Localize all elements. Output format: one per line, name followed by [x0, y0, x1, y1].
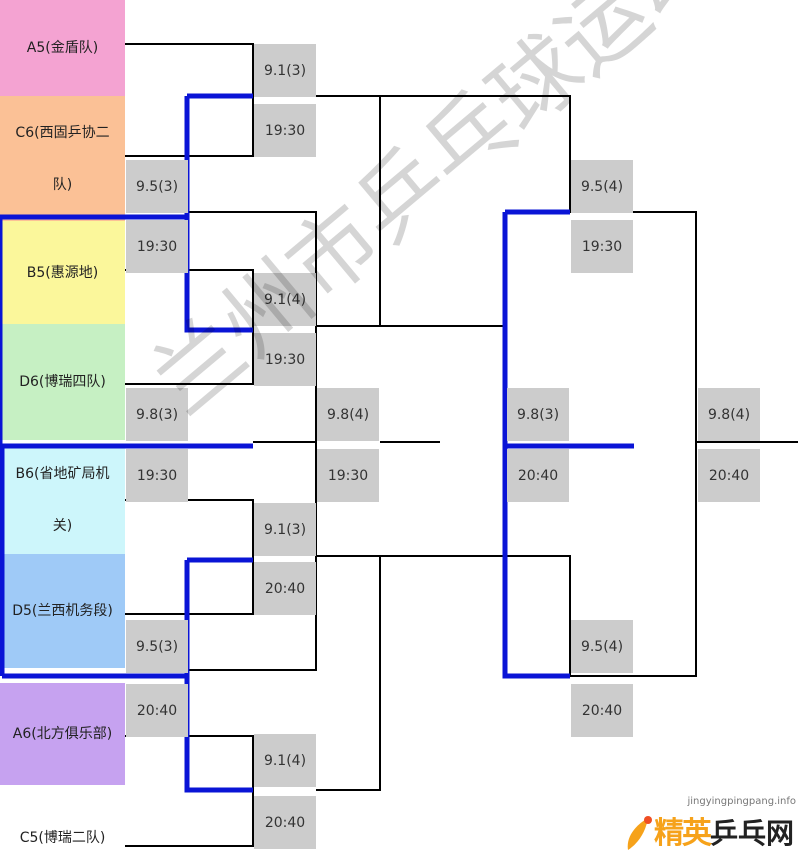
- match-date: 9.8(3): [507, 388, 569, 441]
- connector-line: [187, 211, 317, 443]
- match-time: 20:40: [507, 449, 569, 502]
- logo-text-primary: 精英: [653, 816, 712, 851]
- highlight-line: [502, 212, 570, 679]
- match-time: 20:40: [126, 684, 188, 737]
- connector-line: [380, 555, 571, 676]
- match-time: 19:30: [126, 220, 188, 273]
- logo-url: jingyingpingpang.info: [687, 796, 796, 807]
- team-label: D5(兰西机务段): [12, 603, 113, 619]
- team-label: A6(北方俱乐部): [12, 726, 113, 742]
- team-a6: A6(北方俱乐部): [0, 683, 125, 785]
- highlight-line: [184, 560, 253, 793]
- match-time: 20:40: [254, 562, 316, 615]
- match-time: 19:30: [126, 449, 188, 502]
- team-a5: A5(金盾队): [0, 0, 125, 96]
- connector-line: [316, 555, 381, 791]
- team-d5: D5(兰西机务段): [0, 554, 125, 668]
- team-label: C5(博瑞二队): [19, 830, 106, 846]
- match-time: 20:40: [254, 796, 316, 849]
- logo-text-secondary: 乒乓网: [709, 817, 794, 850]
- match-time: 19:30: [317, 449, 379, 502]
- match-date: 9.5(3): [126, 620, 188, 673]
- site-logo: 精英 乒乓网: [624, 808, 794, 852]
- team-label: C6(西固乒协二队): [15, 124, 110, 193]
- match-date: 9.1(3): [254, 44, 316, 97]
- team-d6: D6(博瑞四队): [0, 324, 125, 440]
- team-label: A5(金盾队): [26, 40, 99, 56]
- match-date: 9.5(3): [126, 160, 188, 213]
- match-date: 9.8(3): [126, 388, 188, 441]
- team-label: D6(博瑞四队): [19, 374, 106, 390]
- match-date: 9.1(4): [254, 734, 316, 787]
- match-time: 20:40: [698, 449, 760, 502]
- match-date: 9.8(4): [698, 388, 760, 441]
- team-c5: C5(博瑞二队): [0, 820, 125, 856]
- team-label: B6(省地矿局机关): [15, 466, 110, 534]
- match-time: 19:30: [254, 333, 316, 386]
- match-date: 9.5(4): [571, 620, 633, 673]
- match-time: 20:40: [571, 684, 633, 737]
- match-date: 9.5(4): [571, 160, 633, 213]
- team-label: B5(惠源地): [26, 264, 99, 281]
- paddle-icon: [627, 816, 652, 850]
- team-b6: B6(省地矿局机关): [0, 446, 125, 554]
- match-time: 19:30: [571, 220, 633, 273]
- match-time: 19:30: [254, 104, 316, 157]
- match-date: 9.8(4): [317, 388, 379, 441]
- connector-line: [570, 211, 697, 677]
- connector-line: [187, 442, 317, 671]
- match-date: 9.1(3): [254, 503, 316, 556]
- match-date: 9.1(4): [254, 273, 316, 326]
- team-b5: B5(惠源地): [0, 221, 125, 324]
- team-c6: C6(西固乒协二队): [0, 96, 125, 221]
- connector-line: [316, 95, 571, 212]
